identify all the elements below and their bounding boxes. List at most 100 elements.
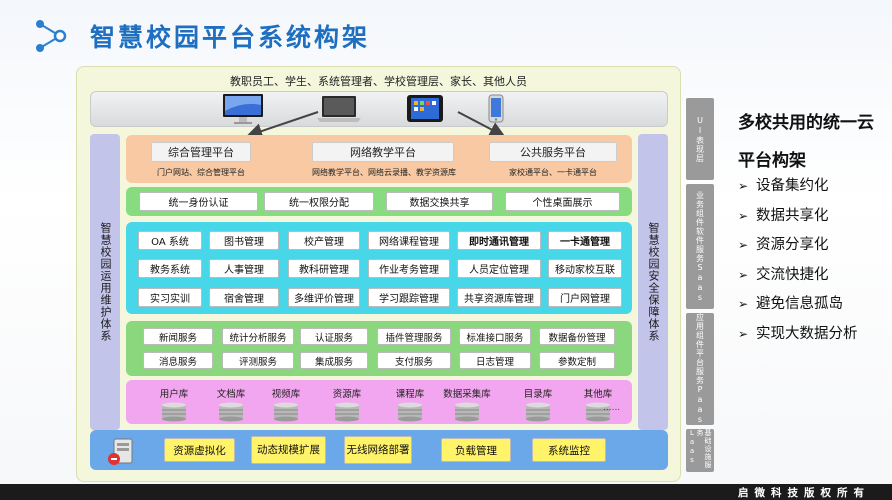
app-box: 门户网管理	[548, 288, 622, 307]
infra-box: 无线网络部署	[344, 436, 412, 464]
desktop-monitor-icon	[223, 94, 263, 124]
database-icon	[398, 402, 422, 422]
database-label: 数据采集库	[443, 389, 491, 400]
bullet-item: ➢数据共享化	[738, 206, 858, 236]
database-icon	[526, 402, 550, 422]
database-item: 用户库	[148, 386, 200, 426]
database-label: 其他库	[583, 389, 613, 400]
infra-box: 系统监控	[532, 438, 606, 462]
component-box: 支付服务	[377, 352, 451, 369]
component-box: 参数定制	[539, 352, 615, 369]
database-label: 资源库	[332, 389, 362, 400]
page-title: 智慧校园平台系统构架	[90, 23, 371, 52]
infra-box: 动态规模扩展	[251, 436, 326, 464]
bullet-item: ➢ 资源分享化	[738, 235, 858, 265]
platform-comprehensive: 综合管理平台 门户网站、综合管理平台	[151, 142, 251, 178]
database-item: 课程库	[384, 386, 436, 426]
component-box: 认证服务	[300, 328, 368, 345]
strip-label: UI表现层	[695, 115, 705, 163]
strip-paas: 应用组件平台服务Paas	[686, 313, 714, 425]
smartphone-icon	[488, 94, 504, 123]
bullet-text: 避免信息孤岛	[756, 296, 843, 312]
app-box: 学习跟踪管理	[368, 288, 450, 307]
database-item: 文档库	[205, 386, 257, 426]
database-icon	[455, 402, 479, 422]
laptop-icon	[317, 96, 361, 122]
share-node-icon	[36, 20, 67, 52]
app-box: 教科研管理	[288, 259, 360, 278]
database-more: ......	[603, 403, 621, 413]
bullet-text: 设备集约化	[756, 178, 829, 194]
platform-title: 公共服务平台	[489, 142, 617, 162]
app-box: 实习实训	[138, 288, 202, 307]
component-box: 日志管理	[459, 352, 531, 369]
platform-subtitle: 网络教学平台、网络云录播、教学资源库	[312, 168, 456, 177]
app-box: 教务系统	[138, 259, 202, 278]
infra-box: 资源虚拟化	[164, 438, 235, 462]
app-box: 人员定位管理	[457, 259, 541, 278]
service-box: 数据交换共享	[386, 192, 493, 211]
bullet-text: 资源分享化	[756, 237, 829, 253]
platform-teaching: 网络教学平台 网络教学平台、网络云录播、教学资源库	[312, 142, 456, 178]
component-box: 插件管理服务	[377, 328, 451, 345]
footer-bar: 启微科技版权所有	[0, 484, 892, 500]
platform-subtitle: 门户网站、综合管理平台	[157, 168, 245, 177]
database-label: 视频库	[271, 389, 301, 400]
component-box: 消息服务	[143, 352, 213, 369]
database-icon	[586, 402, 610, 422]
server-icon	[108, 438, 133, 465]
panel-title: 多校共用的统一云平台构架	[738, 113, 874, 171]
app-box: 多维评价管理	[288, 288, 360, 307]
strip-label: 应用组件平台服务Paas	[695, 313, 705, 425]
strip-saas: 业务组件软件服务Saas	[686, 184, 714, 309]
database-label: 课程库	[395, 389, 425, 400]
service-box: 统一身份认证	[139, 192, 258, 211]
bullet-list: ➢ 设备集约化 ➢数据共享化 ➢ 资源分享化 ➢ 交流快捷化 ➢ 避免信息孤岛 ➢ 实现大数据分析	[738, 176, 858, 353]
app-box: 作业考务管理	[368, 259, 450, 278]
database-item: 视频库	[260, 386, 312, 426]
left-column-label: 智慧校园运用维护体系	[99, 222, 112, 342]
device-bar	[90, 91, 668, 127]
bullet-text: 实现大数据分析	[756, 325, 858, 342]
arrow-right-icon: ➢	[738, 238, 749, 252]
arrow-right-icon: ➢	[738, 267, 749, 282]
app-box: 共享资源库管理	[457, 288, 541, 307]
bullet-text: 交流快捷化	[756, 266, 829, 283]
strip-label: 基础设施服务Laas	[688, 429, 712, 469]
title-bar: 智慧校园平台系统构架	[0, 0, 892, 68]
component-box: 统计分析服务	[222, 328, 294, 345]
app-box: 移动家校互联	[548, 259, 622, 278]
database-label: 目录库	[523, 389, 553, 400]
strip-label: 业务组件软件服务Saas	[695, 190, 705, 303]
infra-box: 负载管理	[441, 438, 511, 462]
app-box: 校产管理	[288, 231, 360, 250]
bullet-item: ➢ 避免信息孤岛	[738, 294, 858, 324]
arrow-right-icon: ➢	[738, 326, 749, 341]
arrow-right-icon: ➢	[738, 179, 749, 193]
users-line: 教职员工、学生、系统管理者、学校管理层、家长、其他人员	[230, 75, 527, 88]
platform-subtitle: 家校通平台、一卡通平台	[509, 168, 597, 177]
app-box: 网络课程管理	[368, 231, 450, 250]
database-item: 数据采集库	[433, 386, 501, 426]
arrow-right-icon: ➢	[738, 297, 749, 311]
platform-title: 综合管理平台	[151, 142, 251, 162]
database-label: 用户库	[159, 389, 189, 400]
component-box: 标准接口服务	[459, 328, 531, 345]
component-box: 数据备份管理	[539, 328, 615, 345]
component-box: 新闻服务	[143, 328, 213, 345]
app-box: 人事管理	[209, 259, 279, 278]
app-box: 图书管理	[209, 231, 279, 250]
bullet-item: ➢ 实现大数据分析	[738, 324, 858, 354]
database-icon	[162, 402, 186, 422]
database-item: 其他库	[572, 386, 624, 426]
database-item: 资源库	[321, 386, 373, 426]
app-box: 宿舍管理	[209, 288, 279, 307]
copyright-text: 启微科技版权所有	[738, 487, 870, 499]
database-label: 文档库	[216, 389, 246, 400]
bullet-item: ➢ 设备集约化	[738, 176, 858, 206]
database-icon	[219, 402, 243, 422]
right-column-label: 智慧校园安全保障体系	[647, 222, 660, 342]
platform-title: 网络教学平台	[312, 142, 454, 162]
bullet-text: 数据共享化	[756, 207, 829, 224]
